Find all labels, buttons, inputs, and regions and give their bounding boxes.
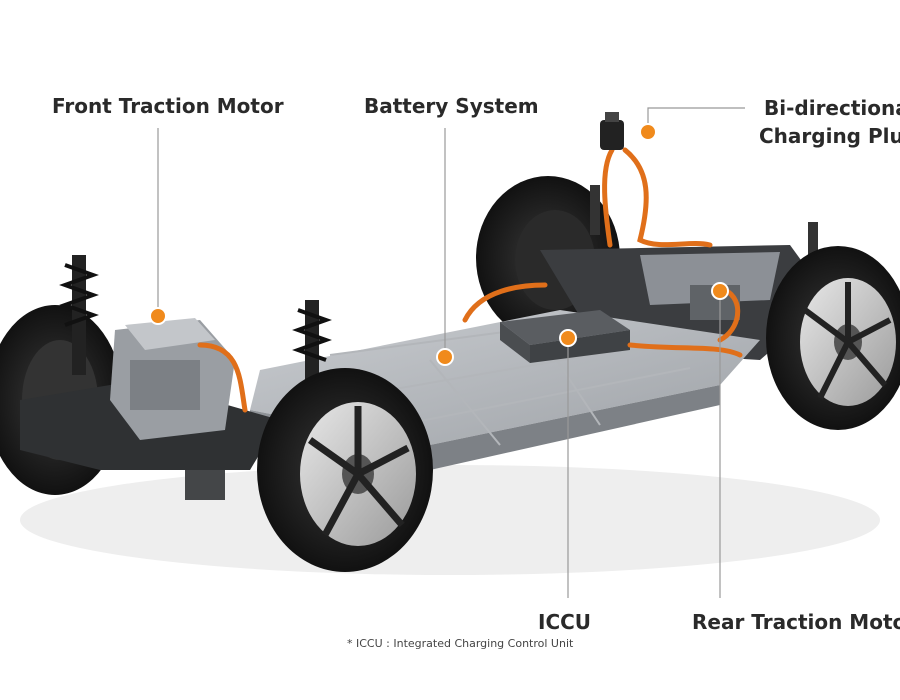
charging-plug [600,112,624,150]
label-front-traction-motor: Front Traction Motor [52,94,284,118]
front-motor-assembly [20,318,280,500]
label-iccu: ICCU [538,610,592,634]
iccu-unit [500,310,630,363]
rear-right-wheel [766,246,900,430]
ground-shadow [20,465,880,575]
front-right-wheel [257,368,433,572]
label-rear-traction-motor: Rear Traction Motor [692,610,900,634]
markers [149,123,729,366]
iccu-footnote: * ICCU : Integrated Charging Control Uni… [347,637,574,650]
marker-rear-motor [711,282,729,300]
rear-suspension [590,185,818,267]
marker-front-motor [149,307,167,325]
marker-battery [436,348,454,366]
label-bidirectional-line2: Charging Plug [759,124,900,148]
label-bidirectional-line1: Bi-directional [764,96,900,120]
marker-charging-plug [639,123,657,141]
front-suspension [59,255,332,380]
hv-cables [197,147,743,413]
leader-charging-plug [647,107,745,132]
label-battery-system: Battery System [364,94,539,118]
marker-iccu [559,329,577,347]
